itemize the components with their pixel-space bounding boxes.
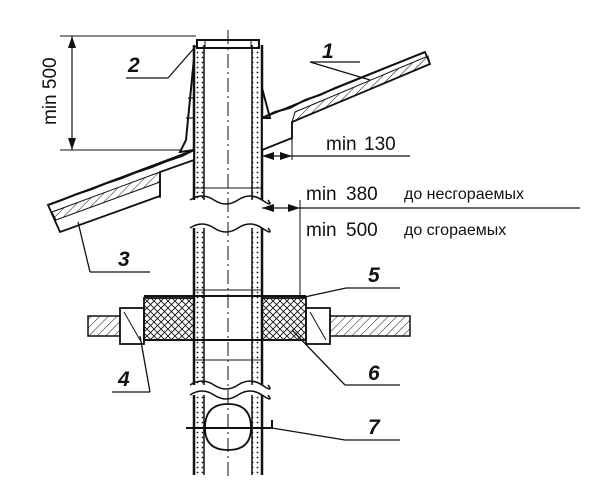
dim-comb-val: 500	[346, 220, 378, 241]
chimney-pipe	[189, 30, 271, 480]
callout-6: 6	[368, 362, 380, 385]
dim-noncomb-min: min	[306, 184, 337, 205]
callout-7: 7	[368, 416, 381, 439]
callout-3: 3	[118, 248, 130, 271]
dim-height-above-roof: min 500	[40, 57, 61, 125]
callout-5: 5	[368, 264, 380, 287]
callout-4: 4	[117, 368, 130, 391]
dim-comb-min: min	[306, 220, 337, 241]
dimension-lines	[60, 35, 580, 296]
dim-noncomb-val: 380	[346, 184, 378, 205]
roof-left	[46, 148, 195, 234]
callout-1: 1	[322, 40, 334, 63]
leader-lines	[77, 45, 400, 441]
dim-roof-gap-min: min	[326, 134, 357, 155]
dim-comb-text: до сгораемых	[404, 222, 506, 239]
roof-right	[261, 50, 432, 152]
callout-2: 2	[127, 54, 140, 77]
roof-flashing	[178, 57, 272, 154]
ceiling-slab	[87, 295, 411, 345]
dim-roof-gap-val: 130	[364, 134, 396, 155]
dim-noncomb-text: до несгораемых	[404, 186, 524, 203]
